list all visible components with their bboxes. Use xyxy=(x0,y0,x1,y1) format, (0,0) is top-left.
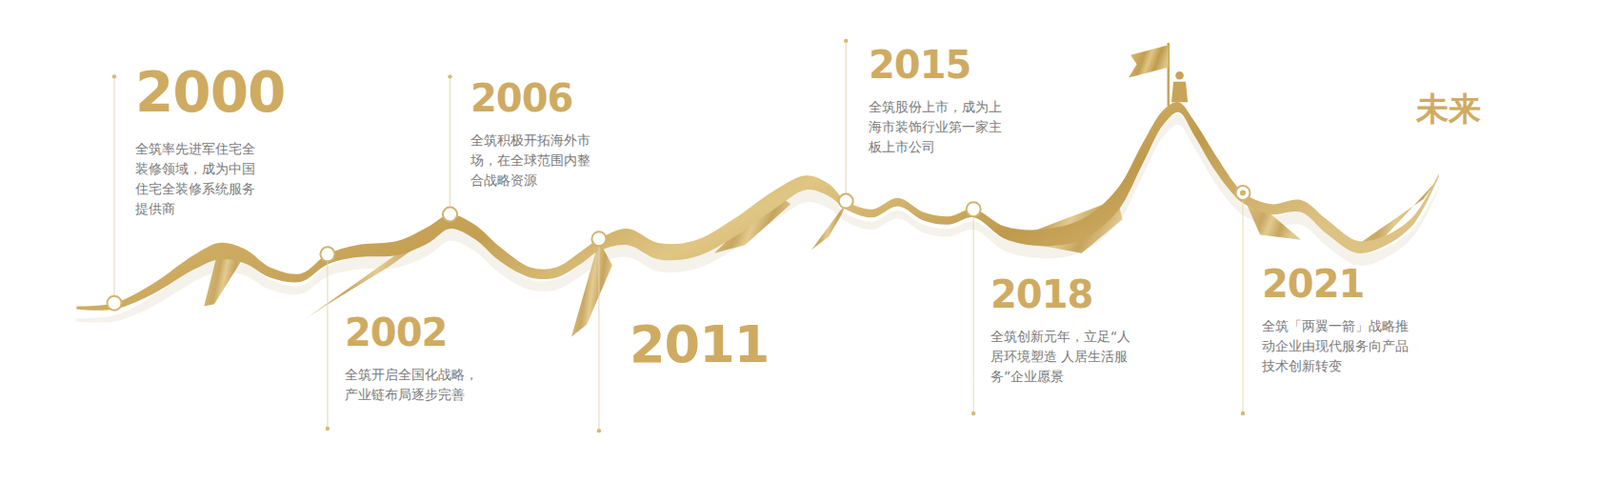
milestone-marker xyxy=(107,296,122,311)
milestone: 2006 全筑积极开拓海外市场，在全球范围内整合战略资源 xyxy=(470,79,595,191)
milestone: 2018 全筑创新元年，立足“人居环境塑造 人居生活服务”企业愿景 xyxy=(990,275,1143,387)
leader-line xyxy=(1242,193,1244,414)
milestone: 2000 全筑率先进军住宅全装修领域，成为中国住宅全装修系统服务提供商 xyxy=(135,64,260,220)
marker-center xyxy=(1240,190,1246,197)
climber-body xyxy=(1171,81,1188,102)
milestone-marker xyxy=(839,194,854,209)
leader-dot xyxy=(597,428,601,433)
leader-dot xyxy=(843,39,848,43)
milestone-marker xyxy=(966,201,981,217)
year-heading: 2018 xyxy=(990,275,1143,314)
milestone: 2002 全筑开启全国化战略，产业链布局逐步完善 xyxy=(344,313,482,405)
year-heading: 2015 xyxy=(868,45,1006,84)
milestone: 2011 xyxy=(629,319,782,371)
milestone: 2021 全筑「两翼一箭」战略推动企业由现代服务向产品技术创新转变 xyxy=(1261,264,1415,377)
leader-dot xyxy=(112,74,117,79)
year-heading: 2000 xyxy=(135,64,260,120)
milestone-marker xyxy=(591,231,606,246)
milestone-description: 全筑股份上市，成为上海市装饰行业第一家主板上市公司 xyxy=(868,97,1006,158)
milestone-description: 全筑率先进军住宅全装修领域，成为中国住宅全装修系统服务提供商 xyxy=(135,139,260,220)
leader-line xyxy=(449,76,451,215)
milestone-description: 全筑开启全国化战略，产业链布局逐步完善 xyxy=(344,364,482,405)
leader-dot xyxy=(325,426,330,431)
milestone: 2015 全筑股份上市，成为上海市装饰行业第一家主板上市公司 xyxy=(868,45,1006,158)
milestone-marker xyxy=(442,207,458,222)
flag xyxy=(1128,44,1169,78)
mountain-slope xyxy=(1357,179,1440,251)
leader-line xyxy=(845,40,847,201)
mountain-slope xyxy=(811,202,846,250)
year-heading: 2006 xyxy=(470,79,595,118)
year-heading: 2021 xyxy=(1261,264,1415,303)
leader-dot xyxy=(447,74,452,79)
leader-dot xyxy=(1240,411,1245,416)
leader-dot xyxy=(971,411,976,416)
year-heading: 2011 xyxy=(629,319,782,371)
milestone-description: 全筑「两翼一箭」战略推动企业由现代服务向产品技术创新转变 xyxy=(1261,316,1415,377)
leader-line xyxy=(973,209,975,414)
leader-lines xyxy=(112,39,1245,434)
future-label: 未来 xyxy=(1416,92,1481,125)
milestone-description: 全筑积极开拓海外市场，在全球范围内整合战略资源 xyxy=(470,130,595,191)
leader-line xyxy=(598,239,600,431)
climber-head xyxy=(1175,71,1184,80)
leader-line xyxy=(326,254,328,429)
milestone-description: 全筑创新元年，立足“人居环境塑造 人居生活服务”企业愿景 xyxy=(990,326,1143,387)
milestone-marker xyxy=(320,246,335,261)
year-heading: 2002 xyxy=(344,313,482,352)
leader-line xyxy=(114,76,116,303)
milestone-marker xyxy=(1236,185,1251,200)
mountain-ridge xyxy=(76,101,1439,311)
